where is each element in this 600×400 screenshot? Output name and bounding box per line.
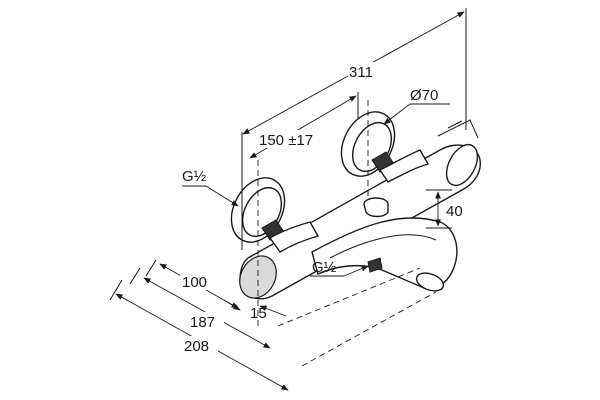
dimension-100: 100: [145, 259, 239, 309]
dimension-15: 15: [223, 299, 287, 322]
dimension-311: 311: [241, 8, 467, 250]
label-311: 311: [349, 64, 373, 81]
label-diameter: Ø70: [410, 87, 438, 104]
dimension-40: 40: [426, 189, 463, 229]
faucet-body: [230, 111, 481, 300]
label-inlet-thread: G½: [182, 168, 207, 185]
label-outlet-thread: G½: [312, 259, 337, 276]
label-15: 15: [250, 305, 267, 322]
dimension-diameter: Ø70: [383, 87, 450, 125]
label-150: 150 ±17: [259, 132, 313, 149]
label-187: 187: [190, 314, 215, 331]
dimension-208: 208: [109, 279, 289, 391]
label-100: 100: [182, 274, 207, 291]
label-208: 208: [184, 338, 209, 355]
callout-inlet-thread: G½: [182, 168, 239, 207]
callout-outlet-thread: G½: [310, 259, 369, 277]
label-40: 40: [446, 203, 463, 220]
dimension-150: 150 ±17: [249, 92, 359, 159]
